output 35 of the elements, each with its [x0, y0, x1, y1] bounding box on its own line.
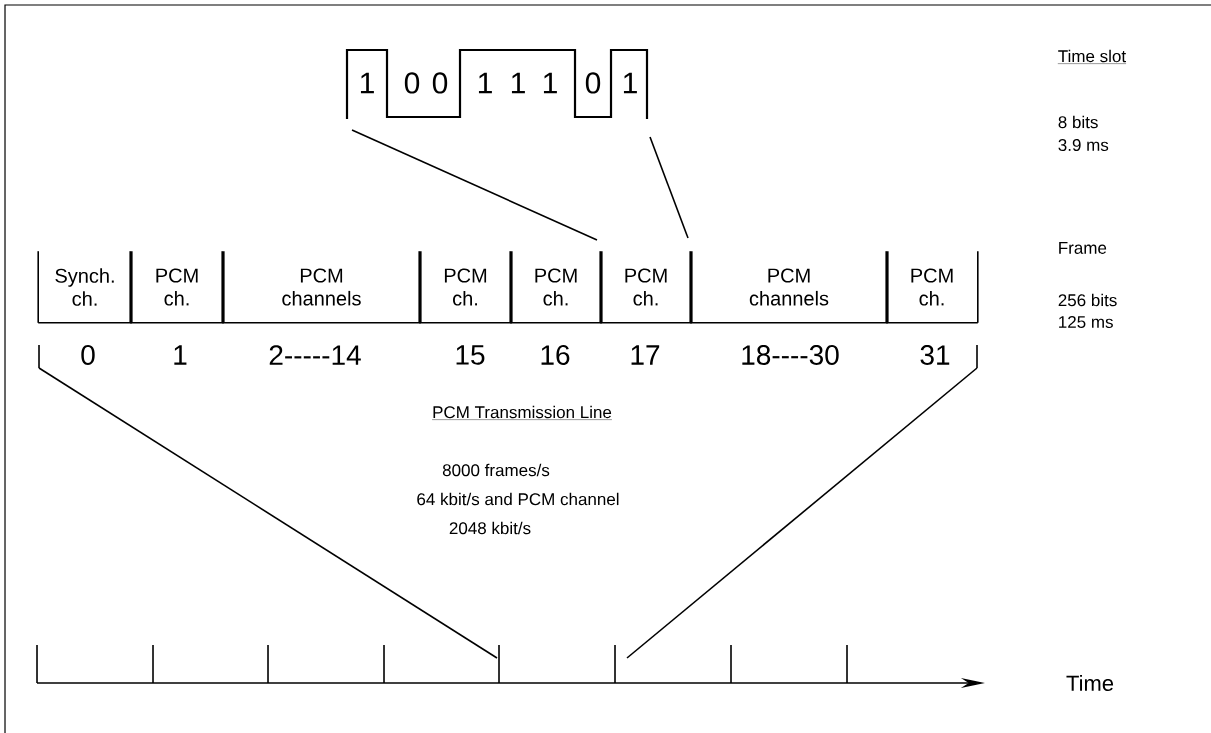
channel-number: 31 — [920, 345, 950, 365]
frame-cell: PCM ch. — [129, 250, 225, 324]
frame-cell: PCM ch. — [418, 250, 513, 324]
note-text: 64 kbit/s and PCM channel — [417, 492, 619, 506]
heading: Time slot — [1057, 49, 1127, 64]
channel-number: 0 — [81, 345, 95, 365]
note-text: 8000 frames/s — [442, 463, 550, 477]
bit-value: 1 — [478, 72, 492, 94]
frame-cell: PCM ch. — [509, 250, 603, 324]
channel-number: 18----30 — [742, 345, 839, 365]
bit-value: 0 — [432, 72, 448, 94]
note-text: Time — [1066, 674, 1114, 692]
channel-number: 1 — [174, 345, 187, 365]
channel-number: 16 — [541, 345, 570, 365]
heading: PCM Transmission Line — [431, 405, 613, 420]
frame-cell: PCM channels — [689, 250, 889, 324]
frame-cell: PCM channels — [221, 250, 422, 324]
note-text: Frame — [1059, 242, 1107, 254]
frame-cell: PCM ch. — [599, 250, 693, 324]
frame-cell: PCM ch. — [885, 250, 979, 324]
channel-number: 2-----14 — [269, 345, 361, 365]
note-text: 3.9 ms — [1058, 139, 1109, 151]
note-text: 2048 kbit/s — [449, 521, 531, 535]
bit-value: 1 — [360, 72, 374, 94]
bit-value: 1 — [511, 72, 525, 94]
bit-value: 0 — [585, 72, 601, 94]
frame-cell: Synch. ch. — [37, 250, 133, 324]
bit-value: 1 — [623, 72, 637, 94]
note-text: 8 bits — [1058, 115, 1098, 129]
bit-value: 0 — [404, 72, 420, 94]
note-text: 256 bits — [1058, 293, 1117, 307]
bit-value: 1 — [543, 72, 557, 94]
channel-number: 15 — [456, 345, 485, 365]
note-text: 125 ms — [1059, 316, 1113, 328]
channel-number: 17 — [631, 345, 660, 365]
